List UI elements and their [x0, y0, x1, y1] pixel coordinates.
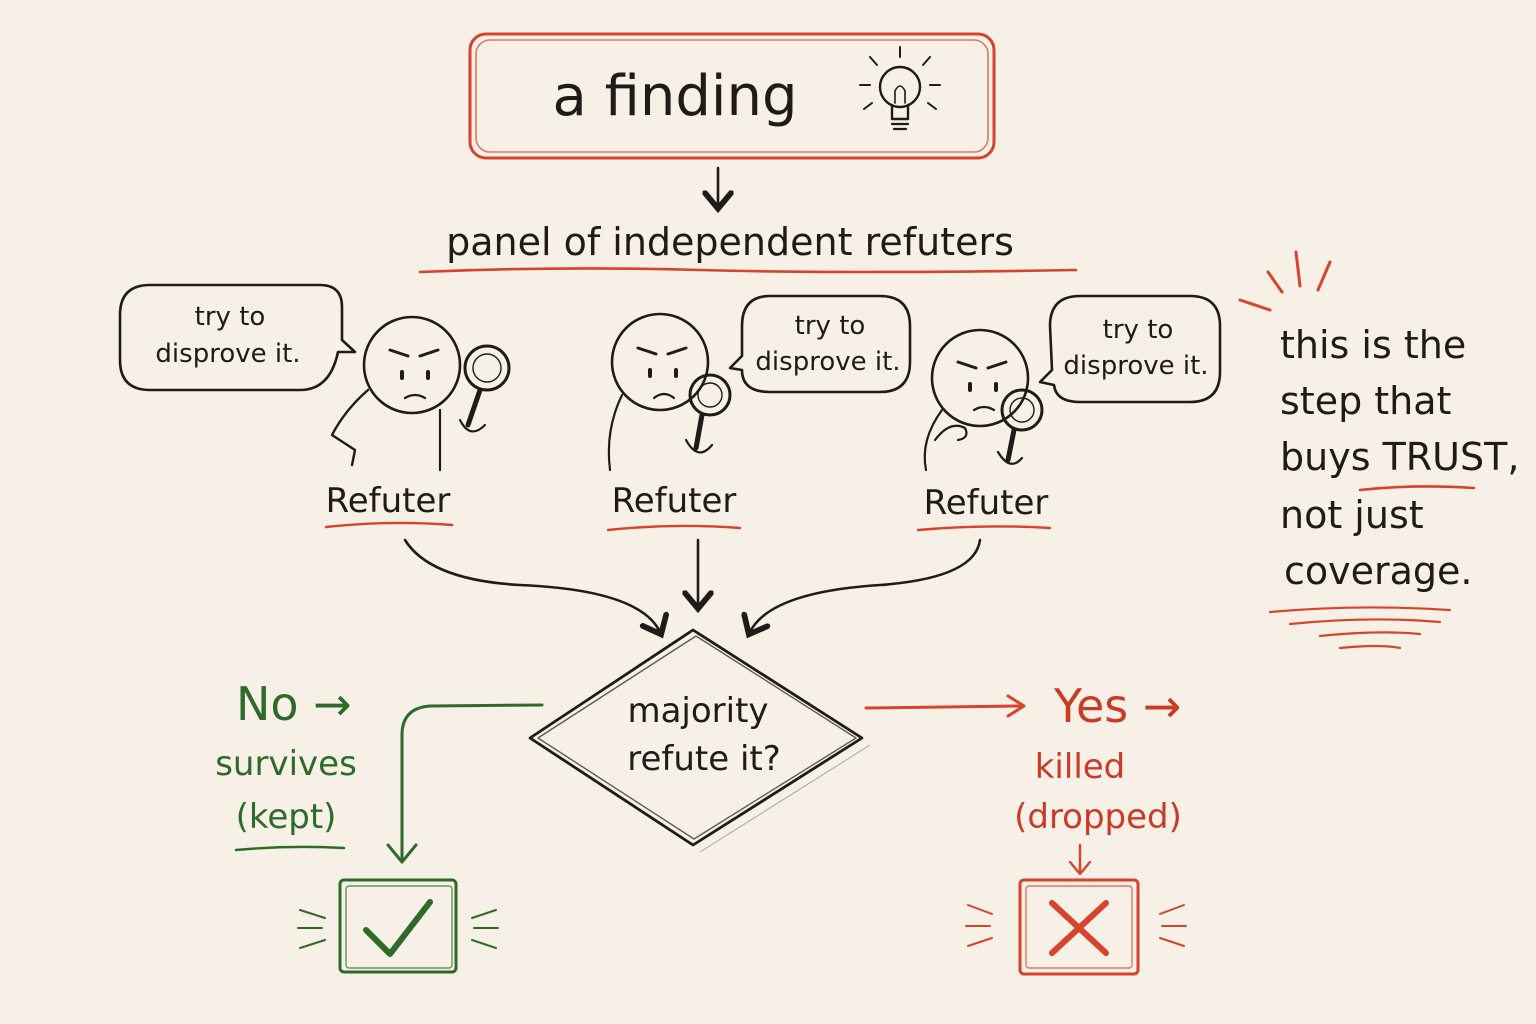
speech-1-line-1: try to	[195, 302, 266, 332]
note-line-1: this is the	[1280, 323, 1466, 367]
magnifying-glass-icon	[684, 373, 732, 454]
trust-note: this is the step that buys TRUST, not ju…	[1238, 250, 1519, 650]
yes-outcome-line-1: killed	[1035, 747, 1126, 787]
refuter-3: try to disprove it. Refuter	[916, 294, 1222, 532]
dropped-box	[965, 878, 1187, 976]
yes-branch: Yes → killed (dropped)	[864, 679, 1187, 976]
panel-label: panel of independent refuters	[446, 220, 1014, 264]
no-outcome-line-1: survives	[215, 744, 357, 784]
speech-2-line-1: try to	[795, 311, 866, 341]
no-branch: No → survives (kept)	[215, 677, 544, 974]
trust-underline	[1358, 485, 1476, 492]
emphasis-marks	[1238, 250, 1332, 312]
arrow-decision-to-kept	[400, 703, 544, 860]
note-line-4: not just	[1280, 493, 1424, 537]
checkmark-icon	[363, 899, 433, 957]
magnifying-glass-icon	[458, 344, 511, 433]
refuter-3-underline	[916, 525, 1052, 532]
speech-3-line-2: disprove it.	[1063, 351, 1208, 381]
note-scribble	[1268, 606, 1452, 650]
finding-box: a finding	[468, 32, 996, 160]
refuter-figure-1	[330, 315, 462, 472]
no-label: No →	[236, 677, 352, 731]
panel-underline	[418, 267, 1078, 274]
x-mark-icon	[1049, 900, 1109, 956]
lightbulb-icon	[859, 46, 941, 131]
speech-bubble-1: try to disprove it.	[118, 283, 357, 392]
arrow-decision-to-yes	[864, 704, 1022, 710]
refuter-1-underline	[324, 521, 454, 529]
refuter-figure-3	[923, 328, 1030, 472]
arrow-refuter-1-to-decision	[403, 538, 660, 632]
speech-1-line-2: disprove it.	[155, 339, 300, 369]
speech-bubble-3: try to disprove it.	[1038, 294, 1222, 404]
no-outcome-line-2: (kept)	[236, 797, 337, 837]
refuter-1-label: Refuter	[326, 481, 451, 521]
decision-line-1: majority	[627, 691, 768, 731]
refuter-3-label: Refuter	[924, 483, 1049, 523]
kept-underline	[234, 845, 346, 852]
refuter-figure-2	[607, 312, 710, 472]
decision-diamond: majority refute it?	[528, 628, 871, 853]
note-line-3: buys TRUST,	[1280, 435, 1519, 479]
note-line-2: step that	[1280, 379, 1451, 423]
refuter-2-label: Refuter	[612, 481, 737, 521]
speech-2-line-2: disprove it.	[755, 347, 900, 377]
magnifying-glass-icon	[996, 388, 1044, 465]
refuter-1: try to disprove it. Refuter	[118, 283, 511, 529]
refuter-2: try to disprove it. Refuter	[606, 294, 912, 532]
yes-label: Yes →	[1053, 679, 1181, 733]
finding-title: a finding	[552, 64, 797, 129]
kept-box	[297, 878, 499, 974]
refuter-2-underline	[606, 524, 742, 532]
note-line-5: coverage.	[1284, 549, 1473, 593]
speech-3-line-1: try to	[1103, 315, 1174, 345]
speech-bubble-2: try to disprove it.	[728, 294, 912, 394]
arrow-refuter-3-to-decision	[750, 538, 982, 632]
decision-line-2: refute it?	[627, 739, 781, 779]
yes-outcome-line-2: (dropped)	[1014, 797, 1182, 837]
